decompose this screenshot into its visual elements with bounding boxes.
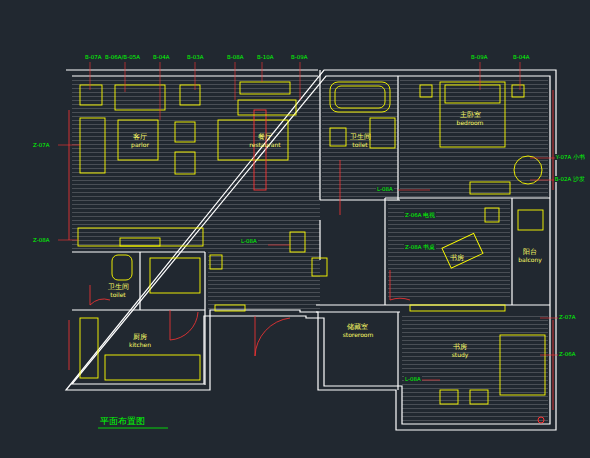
room-name: parlor — [131, 141, 149, 148]
tag-label: B-09A — [290, 54, 309, 60]
tag-label: B-07A — [84, 54, 103, 60]
room-name: bedroom — [457, 119, 484, 126]
room-name: 主卧室 — [457, 111, 484, 119]
tag-label: B-06A/B-05A — [104, 54, 141, 60]
tag-label: Z-08A — [32, 237, 50, 243]
room-name: restaurant — [249, 141, 280, 148]
tag-label: L-08A — [376, 186, 394, 192]
tag-label: B-04A — [512, 54, 531, 60]
tag-label: B-03A — [186, 54, 205, 60]
windows-doors — [69, 90, 553, 410]
tag-label: L-08A — [404, 376, 422, 382]
tag-label: B-08A — [226, 54, 245, 60]
tag-label: B-04A — [152, 54, 171, 60]
room-name: 卫生间 — [108, 283, 129, 291]
floor-hatch — [72, 77, 548, 424]
north-mark — [538, 417, 544, 423]
room-name: 书房 — [450, 254, 464, 262]
room-name: 储藏室 — [343, 323, 374, 331]
room-name: 客厅 — [131, 133, 149, 141]
tag-label: Z-06A — [558, 351, 576, 357]
room-label: 主卧室bedroom — [455, 110, 486, 127]
tag-label: Z-08A 书桌 — [404, 244, 436, 250]
tag-label: Y-07A 小书 — [555, 154, 586, 160]
drawing-title: 平面布置图 — [100, 415, 145, 428]
tag-label: L-08A — [240, 238, 258, 244]
room-label: 客厅parlor — [129, 132, 151, 149]
room-name: kitchen — [129, 341, 151, 348]
room-name: toilet — [350, 141, 371, 148]
tag-label: B-10A — [256, 54, 275, 60]
room-name: 餐厅 — [249, 133, 280, 141]
walls — [66, 70, 556, 430]
tag-label: Z-07A — [32, 142, 50, 148]
tag-label: Z-07A — [558, 314, 576, 320]
room-label: 阳台balcony — [516, 247, 543, 264]
room-name: balcony — [518, 256, 541, 263]
room-label: 厨房kitchen — [127, 332, 153, 349]
tag-label: B-09A — [470, 54, 489, 60]
room-label: 卫生间toilet — [106, 282, 131, 299]
leader-lines — [58, 62, 560, 380]
room-label: 卫生间toilet — [348, 132, 373, 149]
room-label: 书房 — [448, 253, 466, 263]
tag-label: Z-06A 电视 — [404, 212, 436, 218]
room-name: 阳台 — [518, 248, 541, 256]
room-name: storeroom — [343, 331, 374, 338]
room-name: 厨房 — [129, 333, 151, 341]
room-name: 卫生间 — [350, 133, 371, 141]
room-name: 书房 — [452, 343, 469, 351]
room-label: 餐厅restaurant — [247, 132, 282, 149]
furniture — [78, 82, 545, 404]
room-name: study — [452, 351, 469, 358]
room-label: 储藏室storeroom — [341, 322, 376, 339]
room-label: 书房study — [450, 342, 471, 359]
room-name: toilet — [108, 291, 129, 298]
title-underline — [98, 428, 168, 429]
tag-label: B-02A 沙发 — [554, 176, 586, 182]
